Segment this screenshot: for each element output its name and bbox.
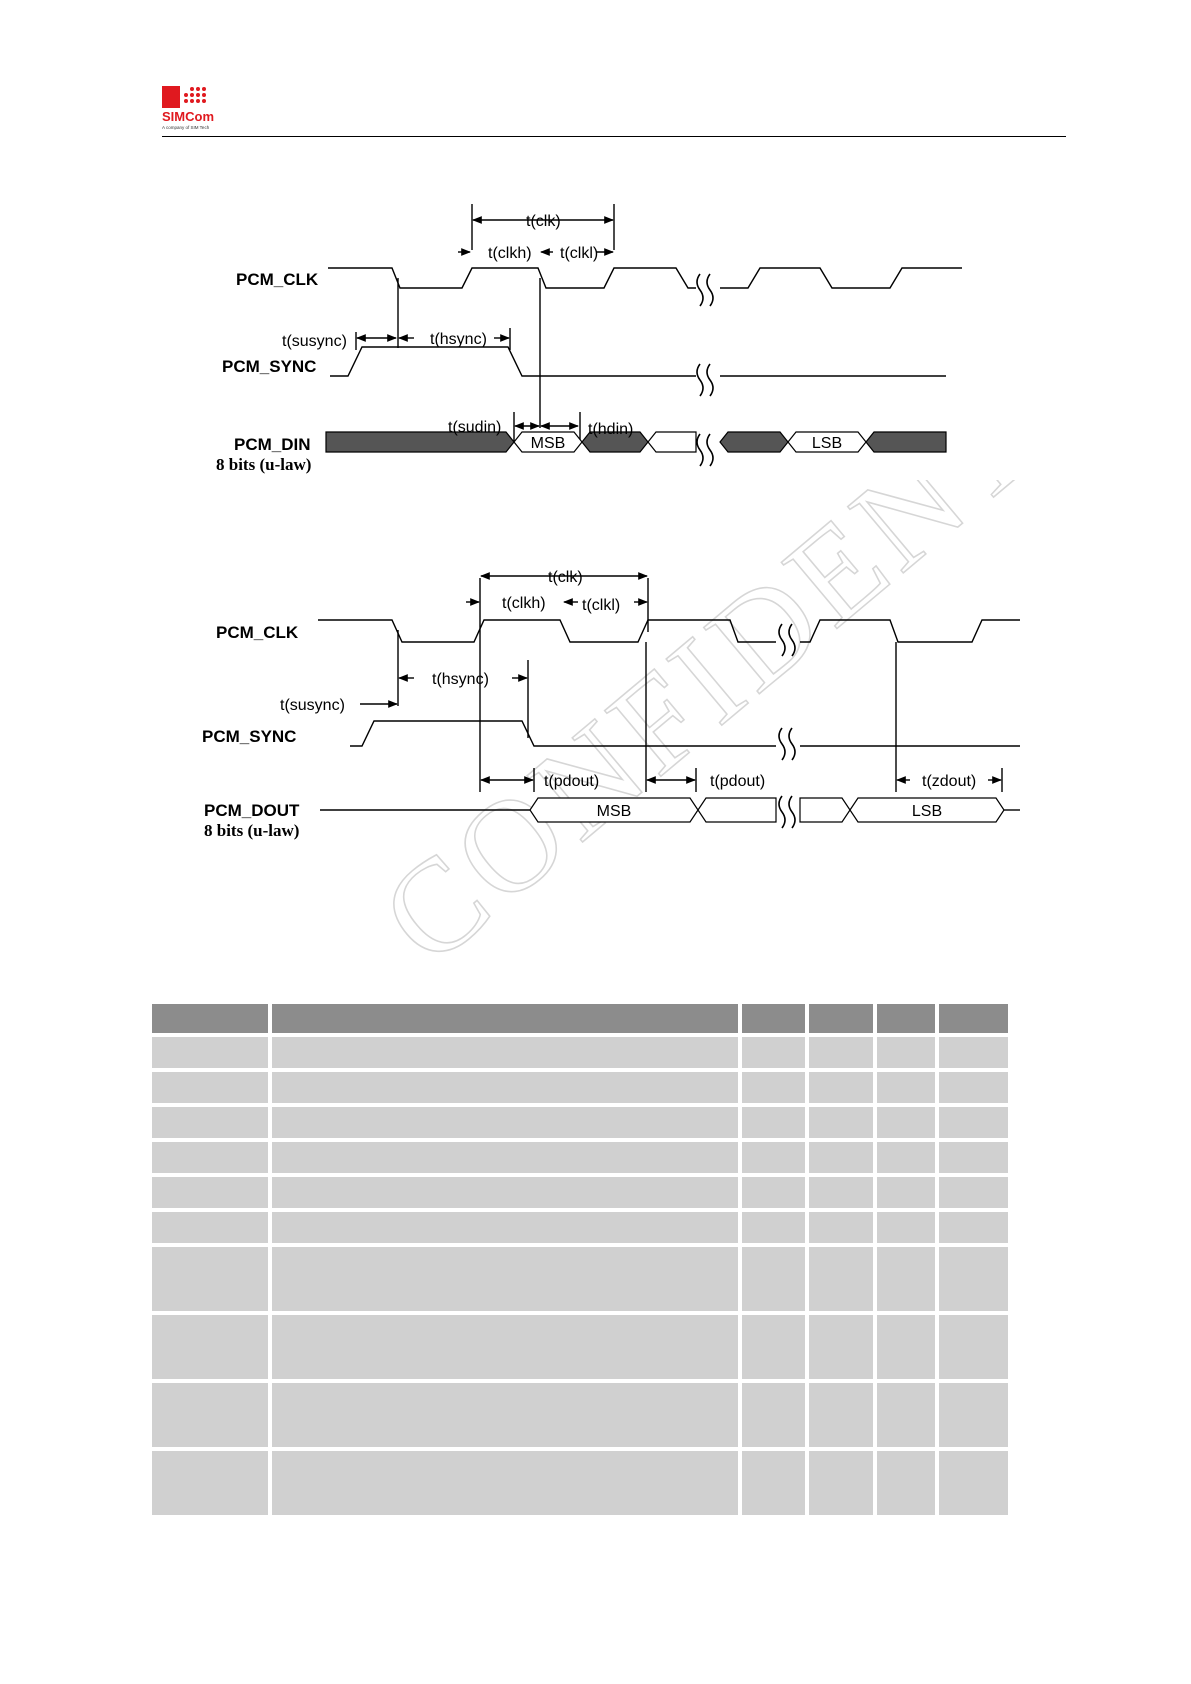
- pcm-dout-timing-diagram: PCM_CLK PCM_SYNC PCM_DOUT 8 bits (u-law)…: [0, 560, 1191, 860]
- table-header-cell: [272, 1004, 738, 1033]
- pcm-din-timing-diagram: PCM_CLK PCM_SYNC PCM_DIN 8 bits (u-law) …: [0, 190, 1191, 480]
- t-clkl-label: t(clkl): [560, 245, 598, 262]
- din-data-cell: [647, 431, 697, 453]
- t-hdin-label: t(hdin): [588, 421, 633, 438]
- timing-table: [148, 1000, 1012, 1519]
- pcm-dout-label: PCM_DOUT: [204, 801, 300, 820]
- logo-tagline: A company of SIM Tech: [162, 125, 210, 130]
- table-header-cell: [877, 1004, 935, 1033]
- dout-data-cell: [799, 797, 851, 823]
- pcm-din-label: PCM_DIN: [234, 435, 311, 454]
- sync-waveform: [350, 720, 776, 747]
- dout-data-cell: [697, 797, 777, 823]
- table-header-cell: [742, 1004, 805, 1033]
- table-row: [152, 1072, 1008, 1103]
- din-lsb-text: LSB: [812, 435, 842, 452]
- t-hsync-label: t(hsync): [432, 671, 489, 688]
- t-clkh-label: t(clkh): [488, 245, 532, 262]
- dout-lsb-cell: [849, 797, 1005, 823]
- table-row: [152, 1177, 1008, 1208]
- t-clkl-label: t(clkl): [582, 597, 620, 614]
- sync-waveform: [330, 346, 696, 377]
- pcm-sync-label: PCM_SYNC: [222, 357, 316, 376]
- table-header-cell: [809, 1004, 873, 1033]
- table-header-cell: [152, 1004, 268, 1033]
- pcm-clk-label: PCM_CLK: [236, 270, 319, 289]
- din-dontcare-cell: [719, 431, 789, 453]
- table-row: [152, 1247, 1008, 1311]
- pcm-din-sublabel: 8 bits (u-law): [216, 455, 311, 474]
- din-dontcare-cell: [865, 431, 947, 453]
- table-row: [152, 1107, 1008, 1138]
- table-row: [152, 1037, 1008, 1068]
- pcm-clk-label: PCM_CLK: [216, 623, 299, 642]
- t-susync-label: t(susync): [280, 697, 345, 714]
- t-zdout-label: t(zdout): [922, 773, 976, 790]
- t-clk-label: t(clk): [526, 213, 561, 230]
- dout-msb-text: MSB: [597, 803, 632, 820]
- t-sudin-label: t(sudin): [448, 419, 501, 436]
- t-hsync-label: t(hsync): [430, 331, 487, 348]
- t-clk-label: t(clk): [548, 569, 583, 586]
- header-rule: [162, 136, 1066, 137]
- din-dontcare-cell: [325, 431, 515, 453]
- logo-wordmark: SIMCom: [162, 109, 214, 124]
- table-row: [152, 1315, 1008, 1379]
- pcm-sync-label: PCM_SYNC: [202, 727, 296, 746]
- t-clkh-label: t(clkh): [502, 595, 546, 612]
- clk-waveform-tail: [720, 267, 962, 289]
- pcm-dout-sublabel: 8 bits (u-law): [204, 821, 299, 840]
- table-row: [152, 1142, 1008, 1173]
- din-msb-text: MSB: [531, 435, 566, 452]
- clk-waveform: [328, 267, 696, 289]
- simcom-logo: SIMCom A company of SIM Tech: [162, 86, 214, 130]
- table-header-row: [152, 1004, 1008, 1033]
- t-pdout-label: t(pdout): [544, 773, 599, 790]
- table-row: [152, 1212, 1008, 1243]
- dout-lsb-text: LSB: [912, 803, 942, 820]
- table-row: [152, 1383, 1008, 1447]
- table-row: [152, 1451, 1008, 1515]
- table-header-cell: [939, 1004, 1008, 1033]
- t-pdout-label-2: t(pdout): [710, 773, 765, 790]
- t-susync-label: t(susync): [282, 333, 347, 350]
- clk-waveform: [318, 619, 776, 643]
